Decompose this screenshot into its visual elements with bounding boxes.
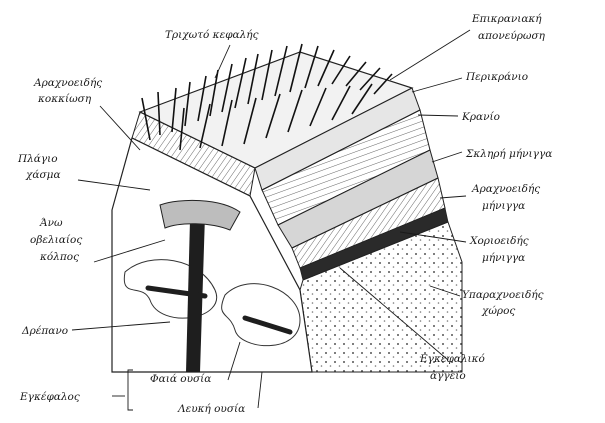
label-falx: Δρέπανο bbox=[21, 325, 68, 337]
label-subarachnoid-line1: Υπαραχνοειδής bbox=[462, 288, 544, 301]
label-pericranium: Περικράνιο bbox=[465, 71, 528, 83]
label-cerebral-vessel-line1: Εγκεφαλικό bbox=[419, 353, 485, 365]
label-arachnoid-granulation-line1: Αραχνοειδής bbox=[33, 76, 102, 89]
label-white-matter: Λευκή ουσία bbox=[177, 402, 245, 415]
label-skull: Κρανίο bbox=[461, 110, 500, 123]
label-lateral-lacuna-line1: Πλάγιο bbox=[17, 153, 58, 165]
label-grey-matter: Φαιά ουσία bbox=[150, 372, 211, 385]
label-superior-sinus-line2: οβελιαίος bbox=[30, 233, 82, 246]
label-galea-line1: Επικρανιακή bbox=[471, 12, 542, 25]
label-pia-mater-line2: μήνιγγα bbox=[482, 251, 525, 264]
label-cerebral-vessel-line2: αγγείο bbox=[430, 369, 466, 382]
label-arachnoid-mater-line1: Αραχνοειδής bbox=[471, 182, 540, 195]
label-galea-line2: απονεύρωση bbox=[478, 30, 546, 42]
label-superior-sinus-line1: Άνω bbox=[39, 217, 63, 229]
label-arachnoid-mater-line2: μήνιγγα bbox=[482, 199, 525, 212]
label-superior-sinus-line3: κόλπος bbox=[39, 251, 79, 263]
label-lateral-lacuna-line2: χάσμα bbox=[25, 169, 61, 181]
label-hair: Τριχωτό κεφαλής bbox=[165, 28, 259, 41]
label-dura-mater: Σκληρή μήνιγγα bbox=[465, 147, 552, 160]
label-brain: Εγκέφαλος bbox=[19, 391, 80, 403]
label-subarachnoid-line2: χώρος bbox=[481, 305, 515, 317]
label-arachnoid-granulation-line2: κοκκίωση bbox=[37, 92, 92, 105]
label-pia-mater-line1: Χοριοειδής bbox=[469, 234, 529, 247]
